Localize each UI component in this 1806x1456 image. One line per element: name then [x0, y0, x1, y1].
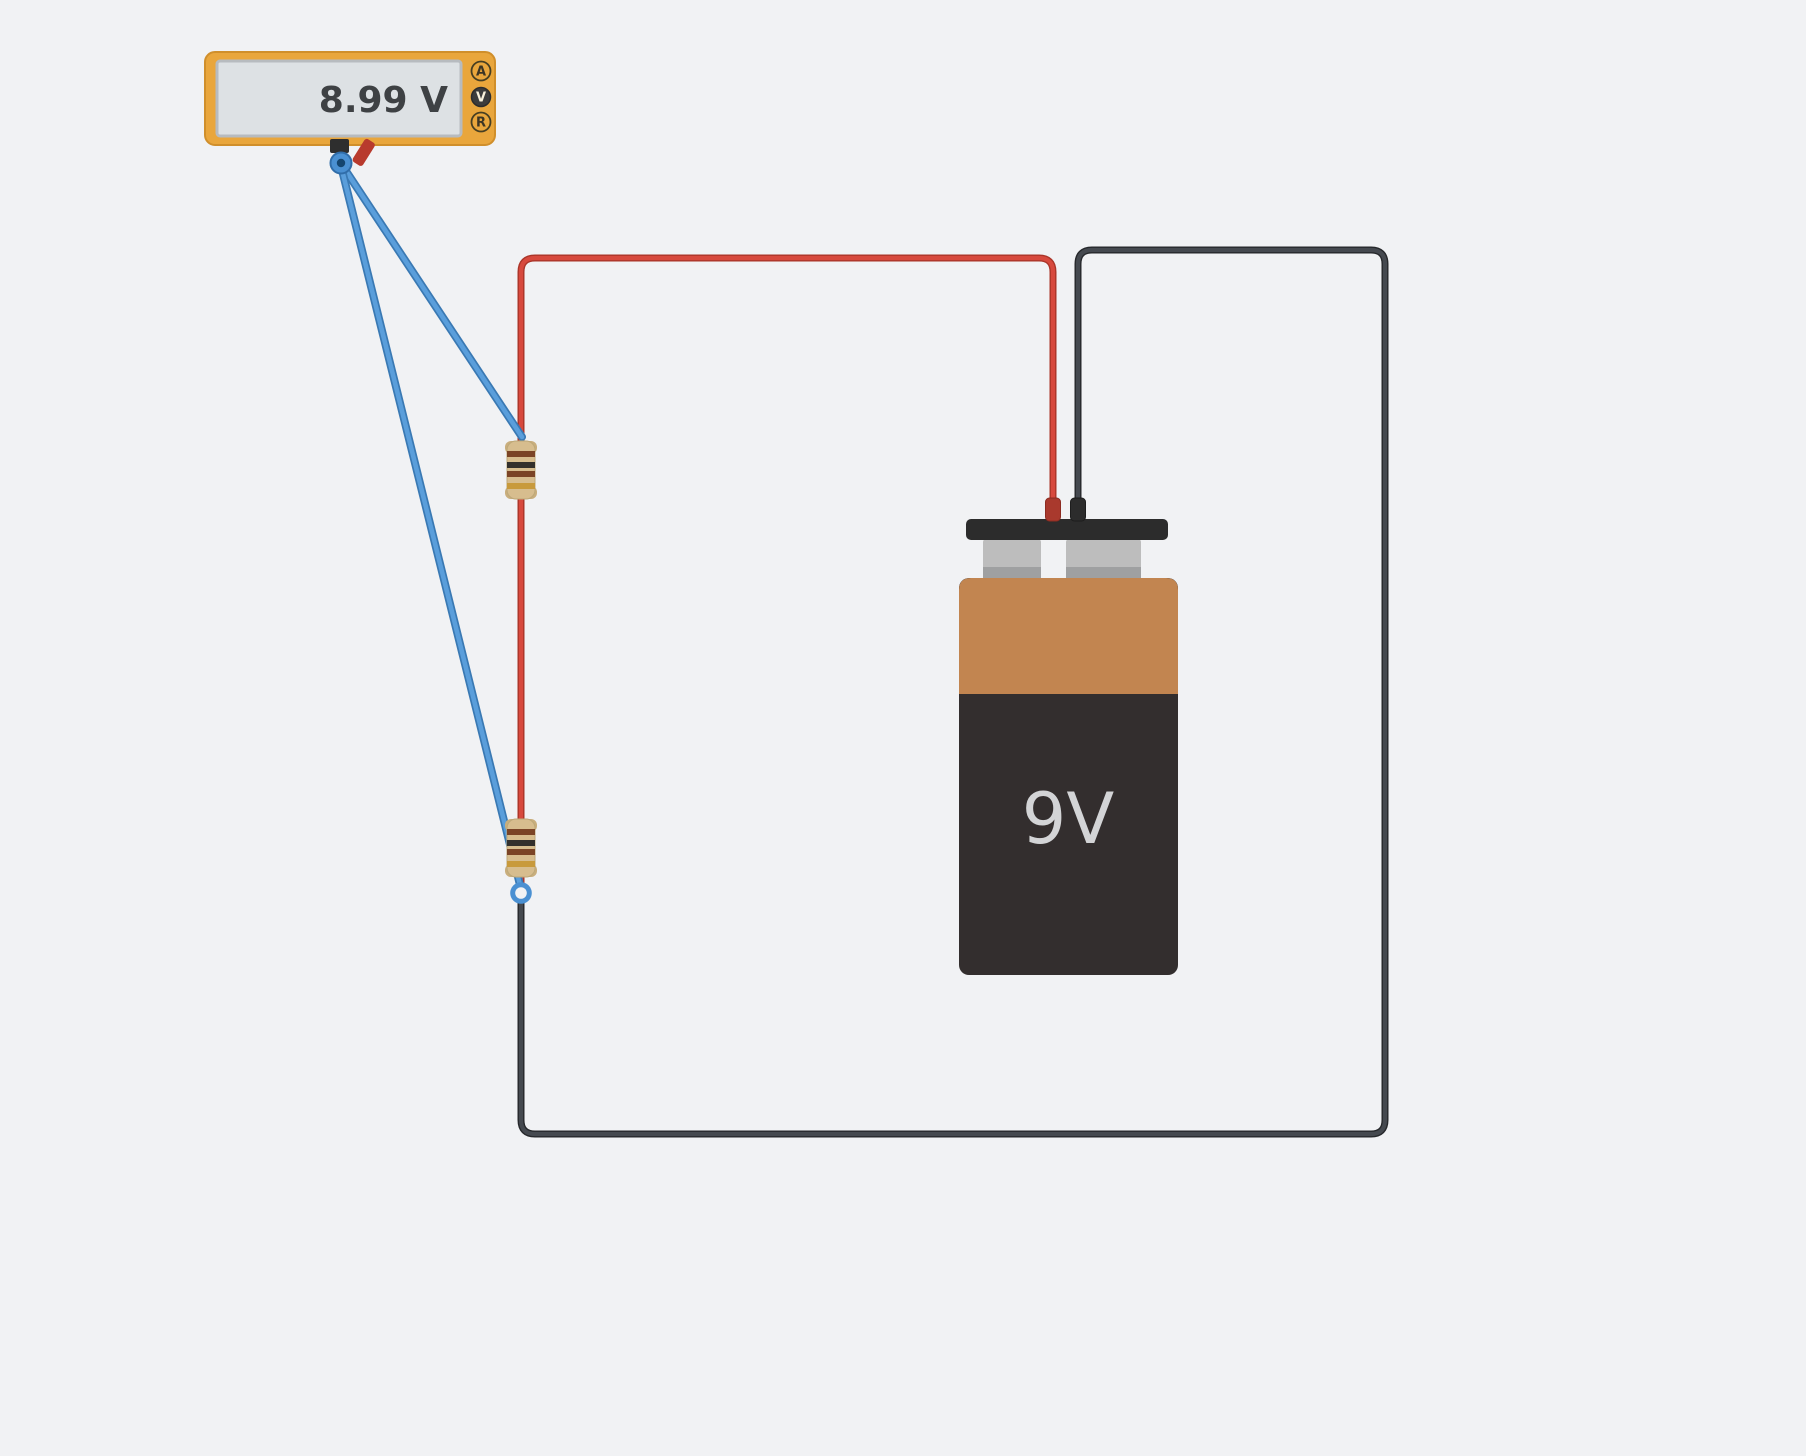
mode-button-volts-label: V	[476, 91, 486, 106]
multimeter-positive-probe[interactable]	[351, 138, 375, 167]
wire-red-positive[interactable]	[517, 254, 1057, 514]
battery-9v[interactable]: 9V	[959, 519, 1178, 975]
multimeter[interactable]: 8.99 V A V R	[204, 51, 496, 167]
resistor-1-band-3	[507, 471, 535, 477]
positive-cap	[1045, 497, 1061, 522]
positive-probe-plug	[352, 138, 375, 166]
mode-button-ohms-label: R	[476, 116, 486, 131]
mode-button-amps-ring	[470, 60, 492, 82]
resistor-1[interactable]	[505, 440, 537, 500]
resistor-1-band-4	[507, 483, 535, 489]
resistor-1-band-2	[507, 462, 535, 468]
negative-probe-plug	[330, 139, 349, 153]
wire-blue-probe-top[interactable]	[338, 161, 526, 441]
resistor-2-band-1	[507, 829, 535, 835]
resistor-2[interactable]	[505, 818, 537, 878]
mode-button-volts[interactable]: V	[470, 86, 492, 108]
battery-label: 9V	[1022, 778, 1115, 860]
resistor-1-band-1	[507, 451, 535, 457]
mode-button-ohms-ring	[470, 111, 492, 133]
wire-blue-probe-bottom[interactable]	[337, 162, 525, 893]
mode-button-amps[interactable]: A	[470, 60, 492, 82]
battery-terminal-plate	[966, 519, 1168, 540]
multimeter-mode-buttons: A V R	[470, 60, 492, 133]
junction-ring	[510, 882, 532, 904]
wire-black-negative-core	[518, 247, 1388, 1137]
battery-terminal-base-negative-shade	[1066, 567, 1141, 579]
negative-cap	[1070, 497, 1086, 522]
multimeter-display	[215, 59, 463, 138]
resistor-2-body	[506, 818, 536, 878]
wire-black-negative[interactable]	[517, 246, 1389, 1138]
resistor-2-band-3	[507, 849, 535, 855]
wire-blue-top-core	[339, 162, 525, 440]
meter-probe-node-inner	[336, 158, 346, 168]
wire-red-positive-core	[518, 255, 1056, 513]
battery-negative-wire-cap[interactable]	[1070, 497, 1086, 522]
mode-button-amps-label: A	[476, 65, 486, 80]
resistor-2-band-4	[507, 861, 535, 867]
junction-ring-node[interactable]	[510, 882, 532, 904]
wire-blue-bottom-core	[338, 163, 524, 892]
mode-button-volts-ring	[470, 86, 492, 108]
battery-positive-wire-cap[interactable]	[1045, 497, 1061, 522]
meter-probe-node[interactable]	[329, 151, 353, 175]
battery-terminal-base-positive-shade	[983, 567, 1041, 579]
resistor-2-band-2	[507, 840, 535, 846]
resistor-1-body	[506, 440, 536, 500]
multimeter-reading: 8.99 V	[319, 80, 448, 121]
mode-button-ohms[interactable]: R	[470, 111, 492, 133]
battery-jacket-top	[959, 578, 1178, 694]
